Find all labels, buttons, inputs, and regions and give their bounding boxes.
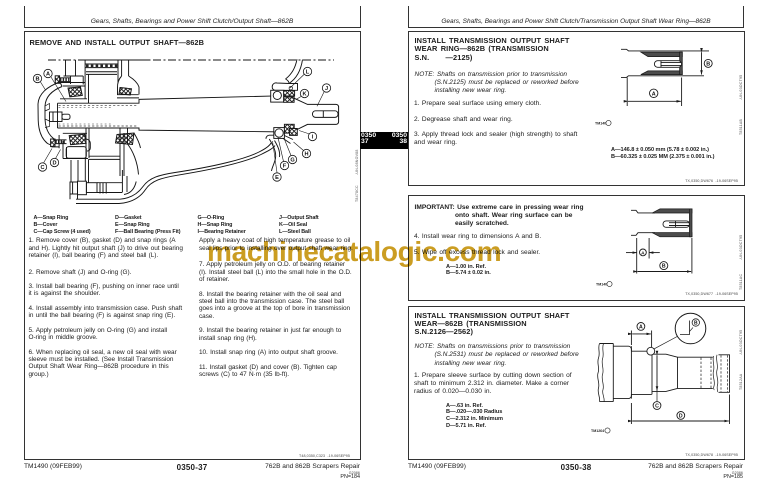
svg-text:A: A [641, 250, 645, 256]
svg-text:A: A [652, 91, 656, 97]
svg-text:C: C [40, 165, 44, 171]
svg-text:TM1264: TM1264 [591, 429, 604, 433]
svg-text:I: I [312, 135, 314, 141]
svg-text:A: A [46, 72, 50, 78]
svg-text:B: B [35, 77, 39, 83]
svg-text:TM140: TM140 [595, 122, 606, 126]
svg-text:G: G [290, 158, 294, 164]
svg-text:C: C [655, 404, 659, 410]
svg-text:F: F [283, 164, 287, 170]
svg-text:A: A [639, 324, 643, 330]
svg-text:D: D [52, 161, 56, 167]
svg-text:B: B [694, 321, 698, 327]
svg-text:K: K [302, 92, 306, 98]
svg-text:H: H [304, 152, 308, 158]
svg-text:B: B [706, 61, 710, 67]
svg-text:L: L [306, 70, 310, 76]
svg-text:TM140: TM140 [596, 283, 607, 287]
svg-text:B: B [662, 264, 666, 270]
svg-text:J: J [325, 86, 328, 92]
svg-text:E: E [275, 175, 279, 181]
svg-text:D: D [679, 413, 683, 419]
